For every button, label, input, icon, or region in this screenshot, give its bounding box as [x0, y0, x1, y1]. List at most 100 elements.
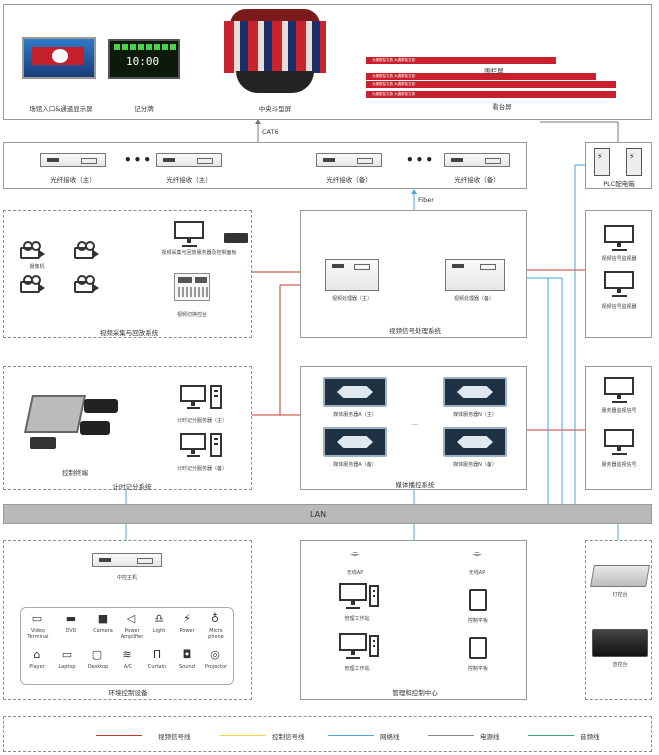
central-control-host [92, 553, 162, 567]
management-workstation-label-1: 管理工作站 [344, 616, 370, 622]
timing-server-main-label: 计时记分服务器（主） [176, 418, 227, 424]
server-monitor-label-1: 服务器监视信号 [601, 408, 637, 414]
fiber-receiver-backup-1-label: 光纤接收（备） [326, 176, 372, 184]
video-capture-system: 摄像机 视频采集与回放服务器及控制面板 视频切换控台 视频采集与回放系统 [3, 210, 252, 338]
video-processor-main [325, 259, 379, 291]
cat6-label: CAT6 [262, 128, 279, 136]
video-processing-system: 视频处理器（主） 视频处理器（备） 视频信号处理系统 [300, 210, 527, 338]
video-monitor-box: 视频信号监视器 视频信号监视器 [585, 210, 652, 338]
control-tablet-icon-2 [469, 637, 487, 659]
video-signal-monitor-icon-2 [604, 271, 634, 297]
light-icon: ♎ [154, 612, 164, 625]
fiber-receiver-box: ••• ••• 光纤接收（主） 光纤接收（主） 光纤接收（备） 光纤接收（备） [3, 142, 527, 189]
server-monitor-icon-1 [604, 377, 634, 403]
media-server-n-backup-label: 媒体服务器N（备） [453, 462, 497, 468]
video-switch-console-label: 视频切换控台 [176, 312, 207, 318]
lan-label: LAN [310, 510, 327, 519]
item-dvd: DVD [65, 628, 77, 634]
item-video-terminal: Video Terminal [27, 628, 49, 640]
video-processing-system-label: 视频信号处理系统 [389, 327, 441, 335]
audio-console-label: 音控台 [612, 662, 628, 668]
plc-cabinet-2: ⚡ [626, 148, 642, 176]
management-center-label: 管理和控制中心 [392, 689, 438, 697]
camera-group [14, 233, 110, 303]
legend-label-control: 控制信号线 [272, 733, 305, 741]
wireless-ap-label-2: 无线AP [468, 570, 486, 576]
media-server-n-main-label: 媒体服务器N（主） [453, 412, 497, 418]
video-switch-console [174, 273, 210, 301]
control-tablet-icon-1 [469, 589, 487, 611]
dvd-icon: ▬ [65, 612, 77, 625]
item-curtain: Curtain [147, 664, 167, 670]
server-monitor-box: 服务器监视信号 服务器监视信号 [585, 366, 652, 490]
entrance-display-label: 场馆入口&通道显示屏 [29, 105, 93, 113]
video-terminal-icon: ▭ [31, 612, 43, 625]
audio-console-image [592, 629, 648, 657]
console-box: 灯控台 音控台 [585, 540, 652, 700]
camera-device-icon: ■ [97, 612, 109, 625]
fiber-receiver-backup-2 [444, 153, 510, 167]
legend-line-network [328, 735, 374, 736]
camera-icon-2 [74, 241, 99, 259]
timing-server-backup-monitor [180, 433, 206, 457]
video-processor-backup-label: 视频处理器（备） [453, 296, 494, 302]
media-server-a-backup-label: 媒体服务器A（备） [333, 462, 377, 468]
media-playback-system: 媒体服务器A（主） 媒体服务器A（备） ... 媒体服务器N（主） 媒体服务器N… [300, 366, 527, 490]
environment-device-panel: ▭ ▬ ■ ◁ ♎ ⚡ ♁ Video Terminal DVD Camera … [20, 607, 234, 685]
media-server-a-main [323, 377, 387, 407]
light-console-image [590, 565, 650, 587]
video-signal-monitor-label-2: 视频信号监视器 [601, 304, 637, 310]
legend-line-video [96, 735, 142, 736]
fiber-receiver-backup-2-label: 光纤接收（备） [454, 176, 500, 184]
receiver-backup-dots: ••• [406, 153, 436, 167]
plc-label: PLC配电箱 [603, 180, 635, 188]
item-player: Player [29, 664, 45, 670]
media-system-label: 媒体播控系统 [395, 481, 435, 489]
microphone-icon: ♁ [210, 612, 220, 625]
timing-server-backup-label: 计时记分服务器（备） [176, 466, 227, 472]
wireless-ap-icon-1: ⌯ [350, 547, 360, 560]
entrance-display-image [22, 37, 96, 79]
legend-line-control [220, 735, 266, 736]
item-light: Light [152, 628, 166, 634]
fiber-label: Fiber [418, 196, 434, 204]
recording-server-monitor [174, 221, 204, 247]
wireless-ap-icon-2: ⌯ [472, 547, 482, 560]
sound-icon: ◘ [182, 648, 192, 661]
management-workstation-tower-2 [369, 635, 379, 657]
video-processor-backup [445, 259, 505, 291]
item-desktop: Desktop [87, 664, 109, 670]
management-workstation-label-2: 管理工作站 [344, 666, 370, 672]
lan-bus: LAN [3, 504, 652, 524]
item-projector: Projector [204, 664, 228, 670]
timing-server-main-tower [210, 385, 222, 409]
fiber-receiver-main-2-label: 光纤接收（主） [166, 176, 212, 184]
item-camera: Camera [93, 628, 113, 634]
led-strip-1: 大唐数智文旅 大唐数智文旅 [366, 57, 556, 64]
camera-label: 摄像机 [29, 264, 45, 270]
control-tablet-label-2: 控制平板 [467, 666, 488, 672]
scoreboard-image: 10:00 [108, 39, 180, 79]
player-icon: ⌂ [33, 648, 41, 661]
ac-icon: ≋ [122, 648, 132, 661]
led-strip-3: 大唐数智文旅 大唐数智文旅 [366, 81, 616, 88]
scoreboard-label: 记分牌 [134, 105, 154, 113]
item-power-amplifier: Power Amplifier [120, 628, 144, 640]
timing-server-main-monitor [180, 385, 206, 409]
light-console-label: 灯控台 [612, 592, 628, 598]
media-server-a-main-label: 媒体服务器A（主） [333, 412, 377, 418]
environment-system-label: 环境控制设备 [108, 689, 148, 697]
server-monitor-label-2: 服务器监视信号 [601, 462, 637, 468]
recording-server-label: 视频采集与回放服务器及控制面板 [161, 250, 237, 256]
item-ac: A/C [123, 664, 133, 670]
timing-server-backup-tower [210, 433, 222, 457]
management-workstation-icon-2 [339, 633, 367, 659]
led-strip-4: 大唐数智文旅 大唐数智文旅 [366, 91, 616, 98]
control-tablet-label-1: 控制平板 [467, 618, 488, 624]
legend-label-video: 视频信号线 [158, 733, 191, 741]
camera-icon-3 [20, 275, 45, 293]
timing-scoring-system: 控制终端 计时记分服务器（主） 计时记分服务器（备） 计时记分系统 [3, 366, 252, 491]
video-capture-system-label: 视频采集与回放系统 [99, 329, 159, 337]
camera-icon-4 [74, 275, 99, 293]
central-control-host-label: 中控主机 [116, 575, 137, 581]
